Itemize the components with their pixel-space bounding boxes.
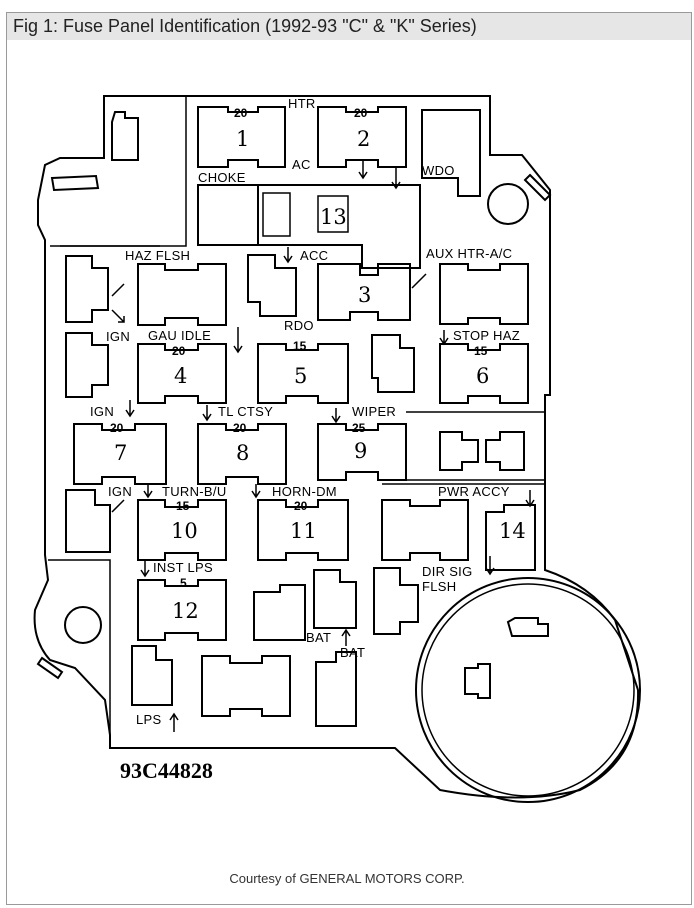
lps-slot — [131, 645, 173, 706]
fuse-slot-5 — [257, 343, 349, 404]
left-relay-1 — [65, 255, 109, 323]
fuse-slot-1 — [197, 106, 286, 168]
fuse-number-11: 11 — [290, 519, 317, 543]
wdo-slot — [421, 109, 481, 197]
fuse-number-10: 10 — [171, 519, 198, 543]
amps-1: 20 — [234, 106, 248, 120]
fuse-number-6: 6 — [476, 364, 489, 388]
panel-clip — [111, 111, 139, 161]
label-wiper: WIPER — [352, 404, 396, 419]
label-pwr-accy: PWR ACCY — [438, 484, 510, 499]
fuse-slot-6 — [439, 343, 529, 404]
fuse-number-8: 8 — [236, 441, 249, 465]
flasher-socket-rim — [421, 583, 635, 797]
left-relay-2 — [65, 332, 109, 398]
panel-compartment — [60, 95, 187, 247]
fuse-number-4: 4 — [174, 364, 187, 388]
bottom-slot-d — [315, 651, 357, 727]
rdo-side-slot — [371, 334, 415, 393]
label-aux-htr-ac: AUX HTR-A/C — [426, 246, 512, 261]
arrow-icons — [111, 160, 535, 732]
fuse-number-3: 3 — [358, 283, 371, 307]
socket-terminal — [506, 617, 549, 637]
label-htr: HTR — [288, 96, 316, 111]
panel-clip — [50, 174, 100, 192]
fuse-slot-11 — [257, 499, 349, 561]
haz-flsh-slot — [137, 263, 227, 326]
fuse-number-12: 12 — [172, 599, 199, 623]
fuse-slot-12 — [137, 579, 227, 641]
part-code: 93C44828 — [120, 758, 213, 783]
panel-outline — [33, 95, 640, 799]
acc-slot — [247, 254, 297, 317]
dir-sig-slot — [373, 567, 419, 635]
left-relay-3 — [65, 489, 111, 553]
amps-2: 20 — [354, 106, 368, 120]
fuse-number-5: 5 — [294, 364, 307, 388]
label-gau-idle: GAU IDLE — [148, 328, 211, 343]
amps-9: 25 — [352, 421, 366, 435]
fuse-slot-8 — [197, 423, 287, 485]
amps-12: 5 — [180, 576, 187, 590]
fuse-number-2: 2 — [357, 127, 370, 151]
label-tl-ctsy: TL CTSY — [218, 404, 273, 419]
fuse-slot-3 — [317, 263, 411, 321]
label-bat-1: BAT — [306, 630, 331, 645]
bottom-slot-a — [253, 584, 306, 641]
label-flsh: FLSH — [422, 579, 456, 594]
figure-caption: Fig 1: Fuse Panel Identification (1992-9… — [7, 13, 691, 40]
wiper-relay-area — [406, 411, 546, 481]
fuse-number-13: 13 — [320, 205, 347, 229]
label-ign-3: IGN — [108, 484, 132, 499]
label-bat-2: BAT — [340, 645, 365, 660]
fuse-slot-2 — [317, 106, 407, 168]
amps-5: 15 — [293, 339, 307, 353]
bottom-slot-b — [313, 569, 357, 629]
fuse-slot-10 — [137, 499, 227, 561]
label-turn-bu: TURN-B/U — [162, 484, 227, 499]
amps-6: 15 — [474, 344, 488, 358]
socket-terminal — [464, 663, 491, 699]
fuse-slot-14 — [485, 504, 536, 571]
label-rdo: RDO — [284, 318, 314, 333]
fuse-number-14: 14 — [499, 519, 526, 543]
label-ign-1: IGN — [106, 329, 130, 344]
label-acc: ACC — [300, 248, 328, 263]
label-haz-flsh: HAZ FLSH — [125, 248, 190, 263]
amps-11: 20 — [294, 499, 308, 513]
label-wdo: WDO — [422, 163, 455, 178]
fuse-slot-7 — [73, 423, 167, 485]
fuse-number-7: 7 — [114, 441, 127, 465]
separator — [48, 559, 111, 740]
label-ign-2: IGN — [90, 404, 114, 419]
amps-10: 15 — [176, 499, 190, 513]
label-ac: AC — [292, 157, 311, 172]
fuse-slot-4 — [137, 343, 227, 404]
label-choke: CHOKE — [198, 170, 246, 185]
aux-htr-slot — [439, 263, 529, 325]
bottom-slot-c — [201, 655, 291, 717]
mounting-hole — [64, 606, 102, 644]
fuse-number-1: 1 — [236, 127, 249, 151]
panel-tab — [36, 656, 64, 680]
fuse-number-9: 9 — [354, 439, 367, 463]
flasher-socket — [415, 577, 641, 803]
fuse-slot-13 — [197, 184, 421, 269]
panel-tab — [523, 173, 552, 202]
pwr-accy-slot — [381, 499, 469, 561]
label-stop-haz: STOP HAZ — [453, 328, 520, 343]
label-dir-sig: DIR SIG — [422, 564, 473, 579]
label-horn-dm: HORN-DM — [272, 484, 337, 499]
amps-8: 20 — [233, 421, 247, 435]
figure-credit: Courtesy of GENERAL MOTORS CORP. — [229, 871, 465, 886]
amps-7: 20 — [110, 421, 124, 435]
amps-4: 20 — [172, 344, 186, 358]
label-inst-lps: INST LPS — [153, 560, 213, 575]
mounting-hole — [487, 183, 529, 225]
label-lps: LPS — [136, 712, 162, 727]
